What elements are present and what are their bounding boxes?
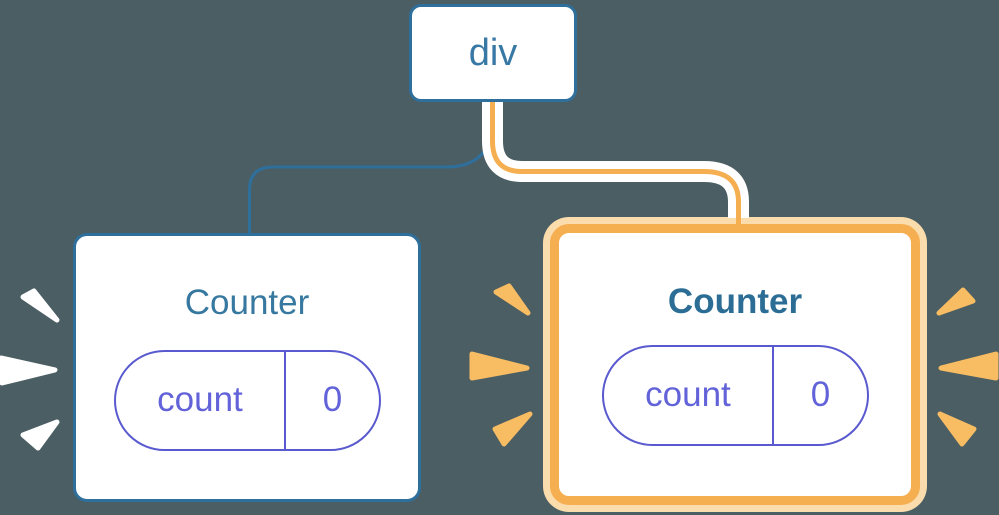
spark-icon [20, 288, 60, 323]
left-counter-card: Counter count 0 [73, 233, 421, 502]
spark-icon [469, 351, 530, 381]
spark-icon [493, 283, 531, 316]
left-counter-state-pill: count 0 [113, 349, 381, 451]
root-node: div [409, 4, 577, 102]
right-counter-state-pill: count 0 [601, 344, 869, 446]
state-value-label: 0 [322, 380, 343, 419]
spark-icon [20, 419, 60, 451]
spark-icon [0, 355, 58, 386]
spark-icon [492, 411, 533, 447]
spark-icon [937, 411, 977, 447]
left-counter-title: Counter [184, 282, 310, 322]
right-counter-flash-sparks-left [469, 283, 533, 447]
root-node-label: div [468, 31, 518, 74]
right-counter-flash-sparks-right [936, 287, 999, 447]
right-counter-card: Counter count 0 [543, 217, 927, 512]
state-value-label: 0 [810, 375, 831, 414]
right-counter-title: Counter [667, 281, 803, 321]
state-key-label: count [604, 346, 775, 444]
state-key-label: count [116, 351, 287, 449]
right-counter-card-inner: Counter count 0 [550, 224, 920, 505]
edge-to-left-counter [248, 98, 495, 235]
edge-to-right-counter-outline [482, 98, 749, 218]
spark-icon [936, 287, 976, 316]
spark-icon [938, 351, 999, 381]
left-counter-flash-sparks [0, 288, 60, 451]
edge-to-right-counter-core [490, 98, 741, 227]
